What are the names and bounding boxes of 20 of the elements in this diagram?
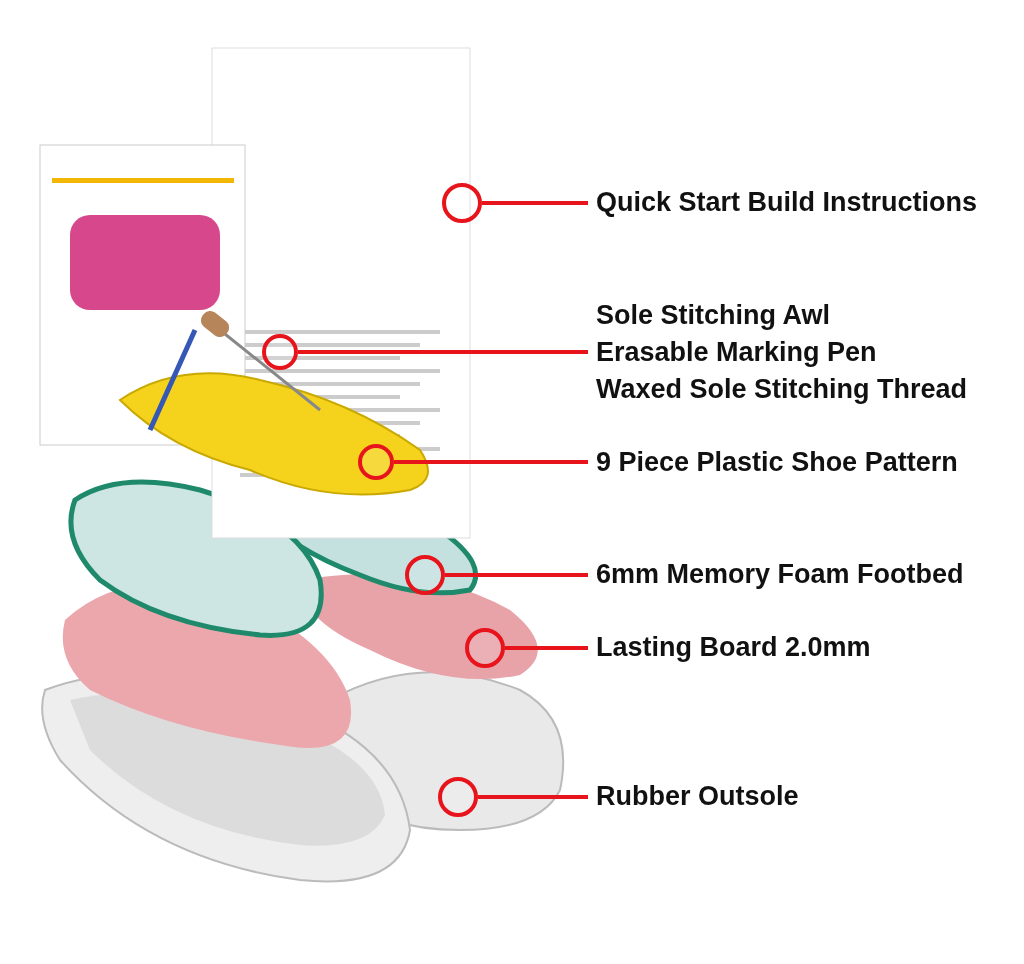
callout-circle: [405, 555, 445, 595]
callout-label: Waxed Sole Stitching Thread: [596, 373, 968, 406]
callout-label: Lasting Board 2.0mm: [596, 631, 871, 664]
leader-line: [478, 795, 588, 799]
leader-line: [394, 460, 588, 464]
leader-line: [482, 201, 588, 205]
callout-circle: [438, 777, 478, 817]
callout-label: Rubber Outsole: [596, 780, 799, 813]
leader-line: [505, 646, 588, 650]
callout-label: Sole Stitching Awl: [596, 299, 831, 332]
callout-label: 9 Piece Plastic Shoe Pattern: [596, 446, 958, 479]
callout-label: Erasable Marking Pen: [596, 336, 877, 369]
callout-circle: [465, 628, 505, 668]
leader-line: [445, 573, 588, 577]
callout-circle: [442, 183, 482, 223]
callout-label: Quick Start Build Instructions: [596, 186, 978, 219]
callout-circle: [262, 334, 298, 370]
leader-line: [298, 350, 588, 354]
callout-circle: [358, 444, 394, 480]
callout-label: 6mm Memory Foam Footbed: [596, 558, 964, 591]
